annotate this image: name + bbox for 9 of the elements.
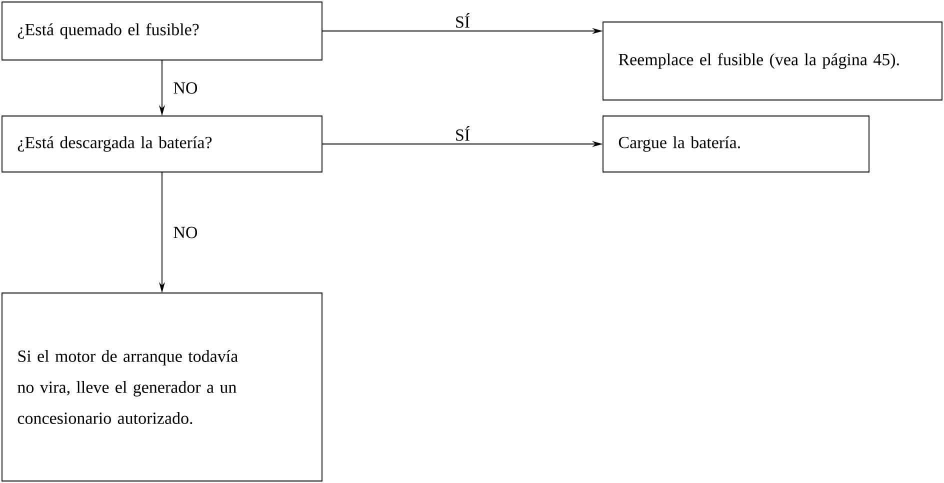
edge-label: NO	[174, 226, 198, 238]
edge-label: SÍ	[456, 13, 470, 28]
edge-label: NO	[174, 82, 198, 94]
process-box: Si el motor de arranque todavía no vira, lleve el generador a un concesionario autorizado.	[2, 292, 322, 482]
edge-label: SÍ	[456, 126, 470, 141]
process-box: Cargue la batería.	[602, 116, 870, 172]
process-box: Reemplace el fusible (vea la página 45).	[602, 22, 942, 100]
process-box: ¿Está descargada la batería?	[2, 116, 322, 172]
process-box: ¿Está quemado el fusible?	[2, 2, 322, 60]
